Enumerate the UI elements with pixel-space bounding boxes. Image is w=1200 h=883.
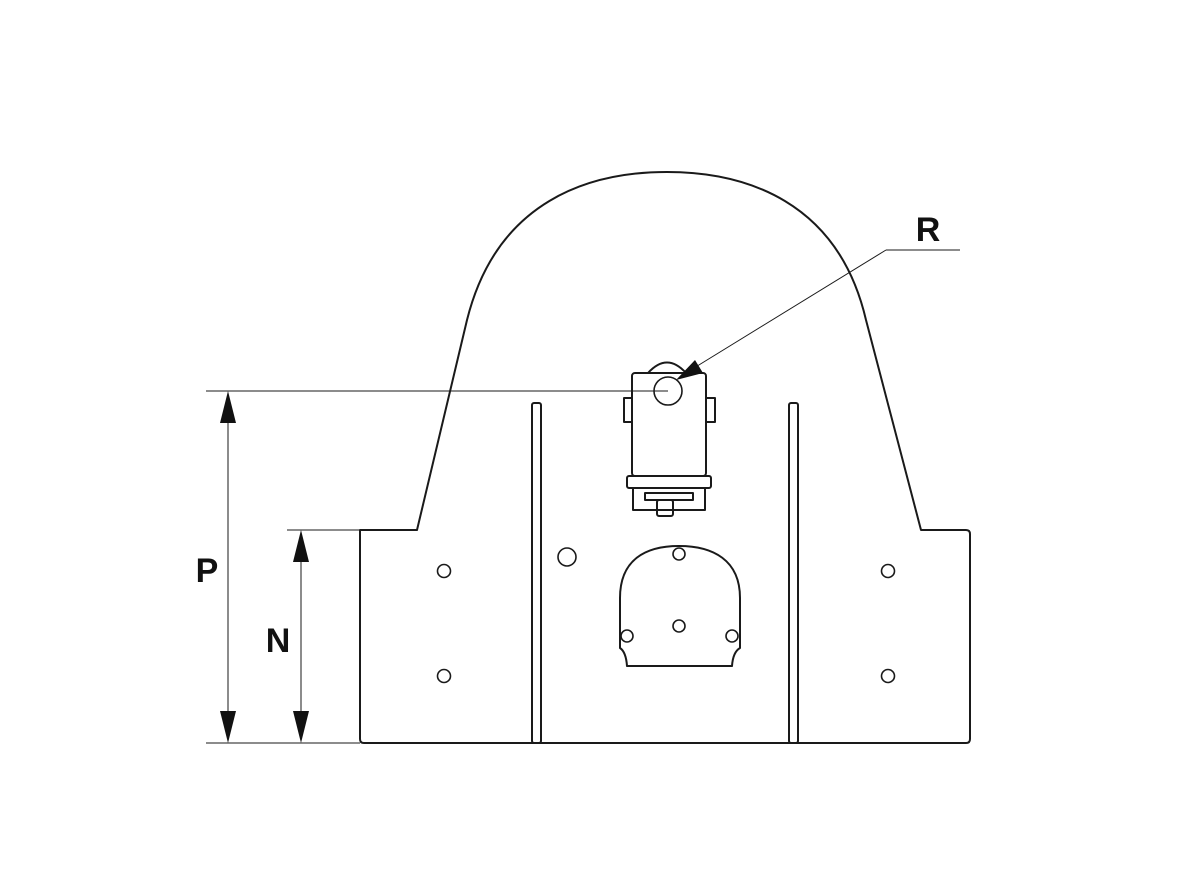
large-hole [557, 547, 577, 567]
sensor-bracket-inner [644, 492, 694, 501]
sensor-bracket [632, 487, 706, 511]
left-slot [531, 402, 542, 744]
mounting-hole [880, 668, 896, 684]
label-p: P [196, 552, 219, 590]
cutout-hole [620, 629, 634, 643]
arrowhead [220, 711, 236, 743]
right-slot [788, 402, 799, 744]
housing-outline [359, 171, 971, 744]
sensor-connector [656, 499, 674, 517]
arrowhead [220, 391, 236, 423]
dimension-p: P [196, 391, 236, 743]
label-r: R [916, 211, 941, 249]
mounting-hole [436, 668, 452, 684]
arched-cutout [619, 545, 741, 667]
arrowhead [293, 711, 309, 743]
callout-leader [693, 249, 887, 369]
cutout-hole [672, 619, 686, 633]
arrowhead [293, 530, 309, 562]
sensor-ear-right [705, 397, 716, 423]
sensor-assembly [623, 361, 716, 517]
mounting-hole [880, 563, 896, 579]
dimension-n: N [266, 530, 309, 743]
cutout-hole [672, 547, 686, 561]
cutout-hole [725, 629, 739, 643]
label-n: N [266, 622, 291, 660]
sensor-ear-left [623, 397, 633, 423]
sensor-flange [626, 475, 712, 489]
callout-r: R [676, 211, 960, 380]
sensor-cap [647, 361, 687, 374]
mounting-hole [436, 563, 452, 579]
arrowhead [676, 360, 703, 380]
